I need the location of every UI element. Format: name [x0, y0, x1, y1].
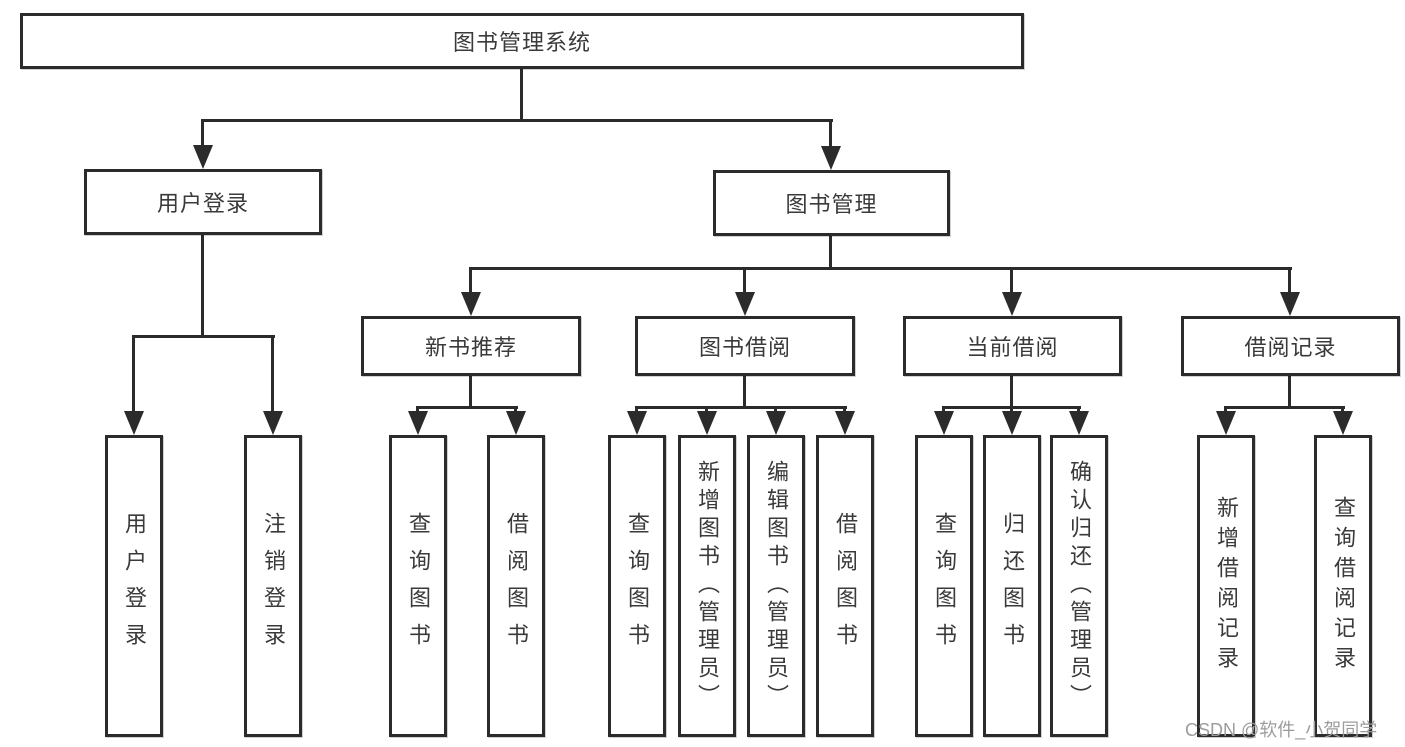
leaf-label: 注销登录	[261, 512, 286, 660]
connector-leaf-line	[1077, 406, 1080, 414]
leaf-label: 借阅图书	[833, 512, 858, 660]
connector-userlogin-split	[134, 335, 275, 338]
arrowhead-leaf	[835, 411, 855, 435]
leaf-label: 查询图书	[932, 512, 957, 660]
node-label: 用户登录	[156, 191, 249, 216]
arrowhead-section	[1280, 292, 1300, 316]
connector-leaf-line	[635, 406, 638, 414]
connector-leaf-line	[416, 406, 419, 414]
connector-group-split	[418, 406, 518, 409]
arrowhead-leaf	[627, 411, 647, 435]
leaf-return-books: 归还图书	[983, 435, 1041, 737]
leaf-label: 用户登录	[122, 512, 147, 660]
csdn-watermark: CSDN @软件_小贺同学	[1185, 720, 1378, 740]
node-label: 图书管理	[785, 192, 878, 217]
arrowhead-leaf	[263, 411, 283, 435]
connector-leaf-line	[843, 406, 846, 414]
node-book-management: 图书管理	[713, 170, 950, 236]
leaf-label: 借阅图书	[504, 512, 529, 660]
connector-group-split	[1226, 406, 1345, 409]
node-label: 当前借阅	[966, 335, 1059, 360]
arrowhead-section	[735, 292, 755, 316]
connector-userlogin-stem	[201, 234, 204, 337]
arrowhead-section	[461, 292, 481, 316]
connector-leaf-line	[774, 406, 777, 414]
arrowhead-leaf	[1069, 411, 1089, 435]
arrowhead-leaf	[766, 411, 786, 435]
node-root: 图书管理系统	[20, 13, 1024, 69]
leaf-label: 查询图书	[625, 512, 650, 660]
connector-section-stem	[469, 375, 472, 408]
connector-bookmgmt-stem	[829, 235, 832, 269]
arrowhead-user-login	[193, 145, 213, 169]
connector-leaf-line	[1010, 406, 1013, 414]
node-label: 借阅记录	[1244, 335, 1337, 360]
node-new-book-recommend: 新书推荐	[361, 316, 581, 376]
leaf-label: 确认归还（管理员）	[1067, 460, 1092, 712]
connector-leaf-line	[942, 406, 945, 414]
leaf-label: 新增图书（管理员）	[695, 460, 720, 712]
connector-leaf-line	[1341, 406, 1344, 414]
connector-level2-split	[203, 119, 833, 122]
leaf-user-login: 用户登录	[105, 435, 163, 737]
node-label: 新书推荐	[424, 335, 517, 360]
node-current-borrow: 当前借阅	[903, 316, 1122, 376]
connector-to-section	[1288, 267, 1291, 294]
connector-to-section	[1010, 267, 1013, 294]
leaf-label: 查询借阅记录	[1331, 496, 1356, 676]
leaf-query-books: 查询图书	[608, 435, 666, 737]
leaf-query-books: 查询图书	[915, 435, 973, 737]
arrowhead-leaf	[1333, 411, 1353, 435]
node-user-login: 用户登录	[84, 169, 322, 235]
arrowhead-leaf	[124, 411, 144, 435]
connector-to-section	[469, 267, 472, 294]
leaf-borrow-books: 借阅图书	[487, 435, 545, 737]
connector-leaf-line	[1224, 406, 1227, 414]
node-root-label: 图书管理系统	[452, 30, 591, 55]
connector-leaf-line	[705, 406, 708, 414]
connector-to-book-mgmt	[829, 119, 832, 149]
connector-level3-split	[471, 267, 1292, 270]
arrowhead-leaf	[697, 411, 717, 435]
arrowhead-leaf	[506, 411, 526, 435]
leaf-add-books-admin: 新增图书（管理员）	[678, 435, 736, 737]
leaf-label: 归还图书	[1000, 512, 1025, 660]
arrowhead-leaf	[1216, 411, 1236, 435]
connector-leaf-line	[514, 406, 517, 414]
leaf-query-borrow-record: 查询借阅记录	[1314, 435, 1372, 737]
leaf-borrow-books: 借阅图书	[816, 435, 874, 737]
leaf-edit-books-admin: 编辑图书（管理员）	[747, 435, 805, 737]
arrowhead-book-mgmt	[821, 146, 841, 170]
leaf-label: 编辑图书（管理员）	[764, 460, 789, 712]
node-book-borrow: 图书借阅	[635, 316, 855, 376]
connector-group-split	[637, 406, 847, 409]
connector-section-stem	[1010, 375, 1013, 408]
connector-root-stem	[520, 66, 523, 121]
leaf-label: 查询图书	[406, 512, 431, 660]
leaf-query-books: 查询图书	[389, 435, 447, 737]
leaf-confirm-return-admin: 确认归还（管理员）	[1050, 435, 1108, 737]
connector-leaf-line	[271, 335, 274, 413]
connector-leaf-line	[132, 335, 135, 413]
node-label: 图书借阅	[698, 335, 791, 360]
connector-to-section	[743, 267, 746, 294]
leaf-add-borrow-record: 新增借阅记录	[1197, 435, 1255, 737]
leaf-label: 新增借阅记录	[1214, 496, 1239, 676]
arrowhead-leaf	[408, 411, 428, 435]
arrowhead-leaf	[1002, 411, 1022, 435]
connector-section-stem	[1288, 375, 1291, 408]
arrowhead-leaf	[934, 411, 954, 435]
leaf-logout: 注销登录	[244, 435, 302, 737]
node-borrow-records: 借阅记录	[1181, 316, 1400, 376]
connector-section-stem	[743, 375, 746, 408]
arrowhead-section	[1002, 292, 1022, 316]
connector-to-user-login	[201, 119, 204, 149]
